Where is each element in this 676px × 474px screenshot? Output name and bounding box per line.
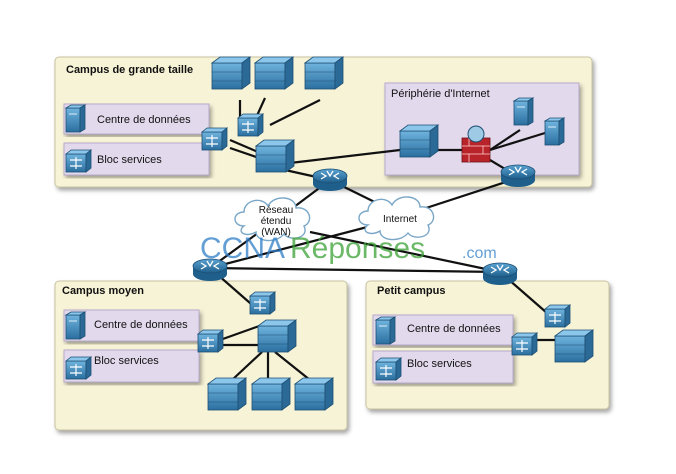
large-services-label: Bloc services xyxy=(97,154,162,166)
server-icon xyxy=(513,97,534,126)
watermark: CCNA Réponses .com xyxy=(200,232,497,265)
small-datacenter-block xyxy=(372,314,514,346)
watermark-ccna: CCNA xyxy=(200,232,285,265)
large-datacenter-block xyxy=(63,103,210,135)
access-switch-icon xyxy=(207,377,247,411)
small-datacenter-label: Centre de données xyxy=(407,323,501,335)
distribution-switch-icon xyxy=(249,291,276,315)
internet-edge-label: Périphérie d'Internet xyxy=(391,88,490,100)
large-datacenter-label: Centre de données xyxy=(97,114,191,126)
router-icon xyxy=(482,262,518,286)
wan-label-line2: étendu xyxy=(261,216,292,227)
services-appliance-icon xyxy=(375,357,402,381)
campus-small-title: Petit campus xyxy=(377,285,445,297)
campus-medium-title: Campus moyen xyxy=(62,285,144,297)
access-switch-icon xyxy=(251,377,291,411)
distribution-switch-icon xyxy=(237,113,264,137)
medium-services-label: Bloc services xyxy=(94,355,159,367)
access-switch-icon xyxy=(304,56,344,90)
switch-icon xyxy=(197,329,224,353)
access-switch-icon xyxy=(211,56,251,90)
services-appliance-icon xyxy=(65,356,92,380)
router-icon xyxy=(500,164,536,188)
watermark-reponses: Réponses xyxy=(290,232,425,265)
distribution-switch-icon xyxy=(544,304,571,328)
router-icon xyxy=(312,168,348,192)
switch-icon xyxy=(201,127,228,151)
core-switch-icon xyxy=(554,329,594,363)
server-icon xyxy=(65,104,86,133)
wan-label-line3: (WAN) xyxy=(261,227,291,238)
server-icon xyxy=(375,316,396,345)
switch-icon xyxy=(511,332,538,356)
firewall-icon xyxy=(461,125,491,163)
wan-label-line1: Réseau xyxy=(259,205,293,216)
core-switch-icon xyxy=(255,139,295,173)
core-switch-icon xyxy=(257,319,297,353)
medium-datacenter-block xyxy=(63,309,200,342)
server-icon xyxy=(544,117,565,146)
medium-datacenter-label: Centre de données xyxy=(94,319,188,331)
access-switch-icon xyxy=(294,377,334,411)
edge-switch-icon xyxy=(399,124,439,158)
internet-label: Internet xyxy=(383,214,417,225)
watermark-com: .com xyxy=(462,245,497,262)
campus-large-title: Campus de grande taille xyxy=(66,64,193,76)
access-switch-icon xyxy=(254,56,294,90)
server-icon xyxy=(65,311,86,340)
small-services-label: Bloc services xyxy=(407,358,472,370)
services-appliance-icon xyxy=(65,149,92,173)
